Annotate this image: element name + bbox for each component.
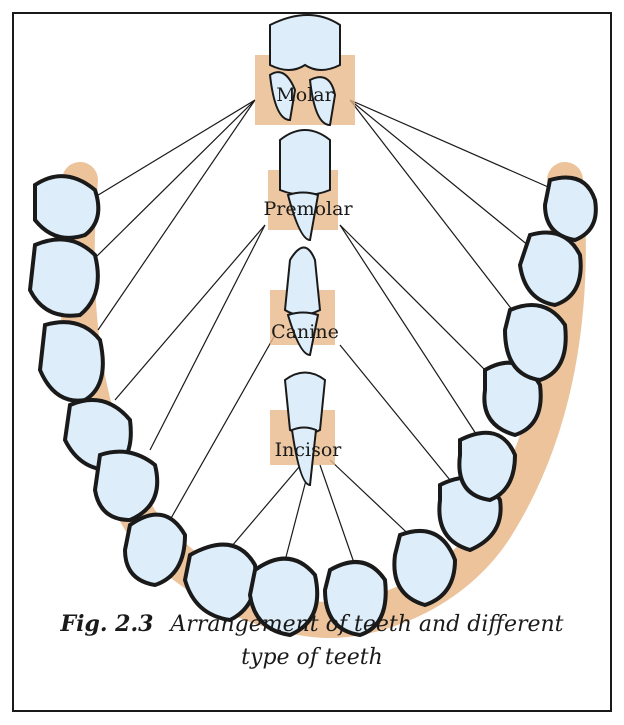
- figure-number: Fig. 2.3: [60, 611, 153, 637]
- tooth-left-2: [30, 239, 98, 315]
- tooth-left-1: [35, 176, 98, 238]
- label-canine: Canine: [271, 321, 339, 343]
- figure-caption: Fig. 2.3 Arrangement of teeth and differ…: [40, 608, 584, 674]
- tooth-right-5: [459, 433, 515, 500]
- label-molar: Molar: [276, 84, 334, 106]
- tooth-left-3: [40, 322, 103, 400]
- tooth-right-2: [520, 233, 581, 306]
- premolar-tooth: [268, 130, 338, 240]
- label-premolar: Premolar: [263, 198, 353, 220]
- molar-tooth: [255, 15, 355, 125]
- tooth-incisor-r2: [394, 531, 455, 605]
- caption-text: Arrangement of teeth and different type …: [170, 612, 563, 670]
- tooth-left-5: [95, 452, 157, 520]
- incisor-tooth: [270, 373, 335, 486]
- tooth-right-1: [545, 178, 596, 241]
- tooth-right-3: [505, 305, 566, 380]
- label-incisor: Incisor: [275, 439, 343, 461]
